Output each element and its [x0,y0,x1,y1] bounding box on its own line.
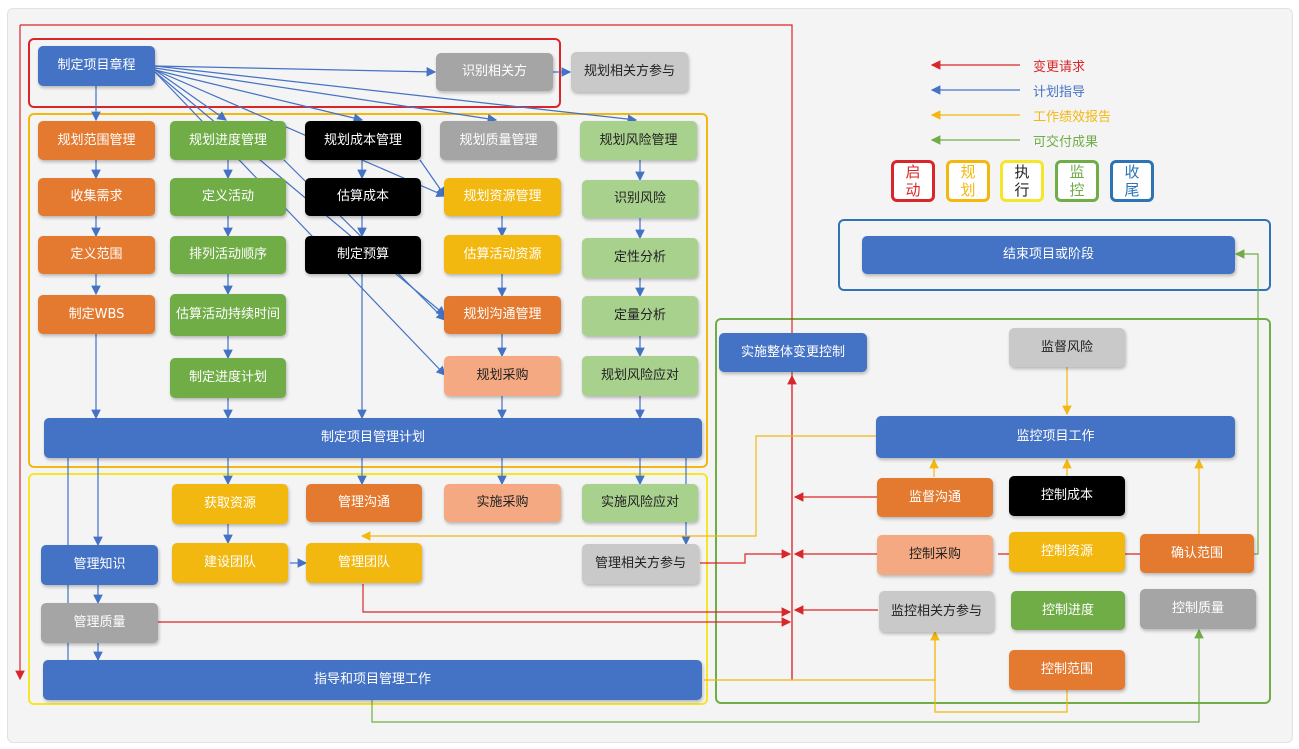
node-manage-team: 管理团队 [306,543,422,583]
node-collect-req: 收集需求 [38,178,155,216]
node-control-cost: 控制成本 [1009,476,1125,516]
node-estimate-cost: 估算成本 [305,178,421,216]
node-plan-schedule: 规划进度管理 [170,121,286,160]
node-conduct-procure: 实施采购 [444,484,561,522]
node-estimate-duration: 估算活动持续时间 [170,294,286,336]
node-monitor-comm: 监督沟通 [877,478,993,517]
legend-report: 工作绩效报告 [1033,110,1112,125]
node-plan-comm: 规划沟通管理 [444,296,561,334]
arrow-charter-planquality [154,67,498,124]
node-pm-plan: 制定项目管理计划 [44,418,702,458]
node-charter: 制定项目章程 [38,46,155,86]
node-monitor-work: 监控项目工作 [876,416,1235,458]
planning-group [28,113,708,468]
node-plan-cost: 规划成本管理 [305,121,421,160]
node-close: 结束项目或阶段 [862,236,1235,274]
node-plan-resource: 规划资源管理 [444,178,561,216]
phase-executing: 执行 [1000,160,1044,202]
node-change-control: 实施整体变更控制 [719,333,867,372]
node-direct: 指导和项目管理工作 [43,660,702,700]
node-control-procure: 控制采购 [877,535,993,575]
phase-monitoring: 监控 [1055,160,1099,202]
node-control-scope: 控制范围 [1009,650,1125,690]
legend-change: 变更请求 [1033,60,1086,75]
node-monitor-engagement: 监控相关方参与 [879,591,994,632]
phase-planning: 规划 [946,160,990,202]
node-identify-risk: 识别风险 [582,180,698,218]
arrow-charter-planschedule [154,69,227,121]
arrow-charter-planresource [154,69,447,198]
node-develop-team: 建设团队 [172,543,288,583]
node-quantitative: 定量分析 [582,296,698,336]
node-plan-stakeholder: 规划相关方参与 [571,52,688,92]
node-budget: 制定预算 [305,236,421,274]
arrow-charter-identify [154,65,437,77]
node-plan-risk: 规划风险管理 [580,121,697,160]
legend-deliver: 可交付成果 [1033,135,1099,150]
node-manage-comm: 管理沟通 [306,484,422,522]
node-manage-engagement: 管理相关方参与 [582,544,699,584]
node-develop-schedule: 制定进度计划 [170,358,286,398]
closing-group [838,219,1271,291]
node-define-activities: 定义活动 [170,178,286,216]
node-plan-response: 规划风险应对 [582,356,698,396]
legend-plan: 计划指导 [1033,85,1086,100]
node-manage-quality: 管理质量 [41,603,158,643]
arrow-charter-plancost [154,69,364,123]
node-identify-stakeholders: 识别相关方 [436,53,553,91]
node-estimate-resource: 估算活动资源 [444,235,561,274]
node-qualitative: 定性分析 [582,238,698,278]
initiating-group [28,38,561,108]
monitoring-group [715,318,1271,704]
node-monitor-risk: 监督风险 [1009,328,1125,367]
node-sequence: 排列活动顺序 [170,236,286,274]
node-manage-knowledge: 管理知识 [41,545,158,585]
arrow-charter-planrisk [154,65,638,124]
node-acquire: 获取资源 [172,484,288,524]
node-implement-response: 实施风险应对 [582,484,698,522]
node-plan-quality: 规划质量管理 [440,121,557,160]
node-control-schedule: 控制进度 [1011,591,1125,630]
phase-initiating: 启动 [891,160,935,202]
node-validate-scope: 确认范围 [1140,534,1254,573]
node-define-scope: 定义范围 [38,236,155,274]
phase-closing: 收尾 [1110,160,1154,202]
arrow-charter-plancomm [154,71,446,316]
node-control-quality: 控制质量 [1140,589,1256,629]
node-control-resource: 控制资源 [1009,532,1125,572]
executing-group [28,473,708,705]
node-plan-procure: 规划采购 [444,356,561,396]
node-plan-scope: 规划范围管理 [38,121,155,160]
node-create-wbs: 制定WBS [38,295,155,334]
